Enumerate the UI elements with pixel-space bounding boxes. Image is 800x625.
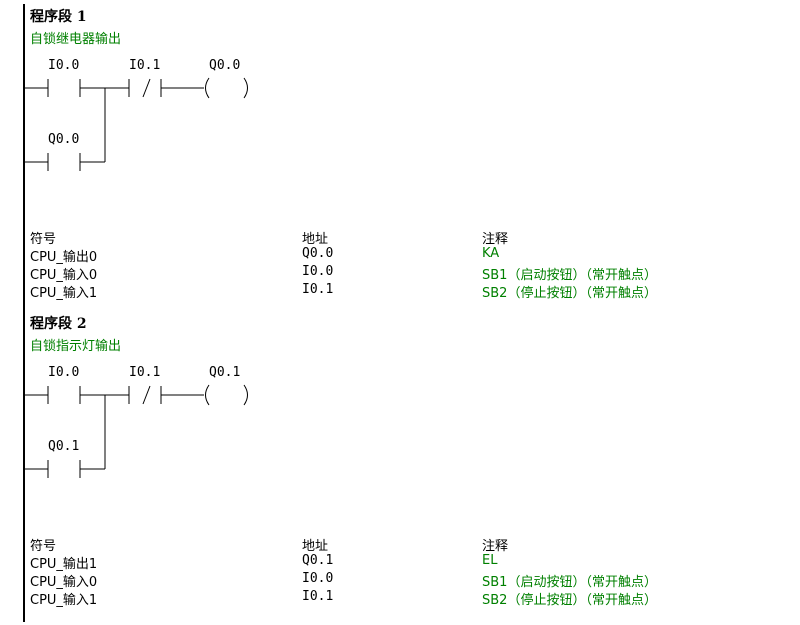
header-address: 地址 xyxy=(302,539,329,554)
contact-label-parallel[interactable]: Q0.0 xyxy=(48,132,79,147)
row-symbol: CPU_输出1 xyxy=(30,557,98,572)
row-symbol: CPU_输出0 xyxy=(30,250,98,265)
row-comment: EL xyxy=(482,553,498,568)
header-address: 地址 xyxy=(302,232,329,247)
contact-label-parallel[interactable]: Q0.1 xyxy=(48,439,79,454)
row-symbol: CPU_输入0 xyxy=(30,575,98,590)
coil-label[interactable]: Q0.1 xyxy=(209,365,240,380)
row-comment: SB2（停止按钮）（常开触点） xyxy=(482,593,657,608)
row-symbol: CPU_输入1 xyxy=(30,286,98,301)
row-symbol: CPU_输入1 xyxy=(30,593,98,608)
symbol-table-header: 符号 地址 注释 xyxy=(0,535,800,554)
coil-label[interactable]: Q0.0 xyxy=(209,58,240,73)
contact-label-i0-1[interactable]: I0.1 xyxy=(129,365,160,380)
table-row[interactable]: CPU_输入1 I0.1 SB2（停止按钮）（常开触点） xyxy=(0,282,800,301)
row-address: I0.0 xyxy=(302,264,334,279)
header-symbol: 符号 xyxy=(30,232,57,247)
network-title[interactable]: 程序段 1 xyxy=(30,9,87,25)
row-address: I0.1 xyxy=(302,589,334,604)
table-row[interactable]: CPU_输出0 Q0.0 KA xyxy=(0,246,800,265)
contact-label-i0-1[interactable]: I0.1 xyxy=(129,58,160,73)
network-1[interactable]: 程序段 1 自锁继电器输出 I0.0 I0.1 Q0.0 Q0.0 符号 地址 xyxy=(0,6,800,312)
row-symbol: CPU_输入0 xyxy=(30,268,98,283)
row-address: Q0.1 xyxy=(302,553,334,568)
row-comment: SB1（启动按钮）（常开触点） xyxy=(482,268,657,283)
row-address: I0.0 xyxy=(302,571,334,586)
row-comment: SB2（停止按钮）（常开触点） xyxy=(482,286,657,301)
table-row[interactable]: CPU_输出1 Q0.1 EL xyxy=(0,553,800,572)
row-address: I0.1 xyxy=(302,282,334,297)
power-rail xyxy=(23,4,25,622)
network-comment[interactable]: 自锁继电器输出 xyxy=(30,32,122,47)
table-row[interactable]: CPU_输入1 I0.1 SB2（停止按钮）（常开触点） xyxy=(0,589,800,608)
network-comment[interactable]: 自锁指示灯输出 xyxy=(30,339,122,354)
row-comment: SB1（启动按钮）（常开触点） xyxy=(482,575,657,590)
table-row[interactable]: CPU_输入0 I0.0 SB1（启动按钮）（常开触点） xyxy=(0,264,800,283)
table-row[interactable]: CPU_输入0 I0.0 SB1（启动按钮）（常开触点） xyxy=(0,571,800,590)
header-symbol: 符号 xyxy=(30,539,57,554)
ladder-diagram: I0.0 I0.1 Q0.0 Q0.0 xyxy=(25,58,248,171)
network-2[interactable]: 程序段 2 自锁指示灯输出 I0.0 I0.1 Q0.1 Q0.1 符号 地址 xyxy=(0,313,800,619)
row-address: Q0.0 xyxy=(302,246,334,261)
header-comment: 注释 xyxy=(482,539,509,554)
header-comment: 注释 xyxy=(482,232,509,247)
row-comment: KA xyxy=(482,246,500,261)
symbol-table-header: 符号 地址 注释 xyxy=(0,228,800,247)
contact-label-i0-0[interactable]: I0.0 xyxy=(48,58,79,73)
ladder-diagram: I0.0 I0.1 Q0.1 Q0.1 xyxy=(25,365,248,478)
network-title[interactable]: 程序段 2 xyxy=(30,316,87,332)
contact-label-i0-0[interactable]: I0.0 xyxy=(48,365,79,380)
